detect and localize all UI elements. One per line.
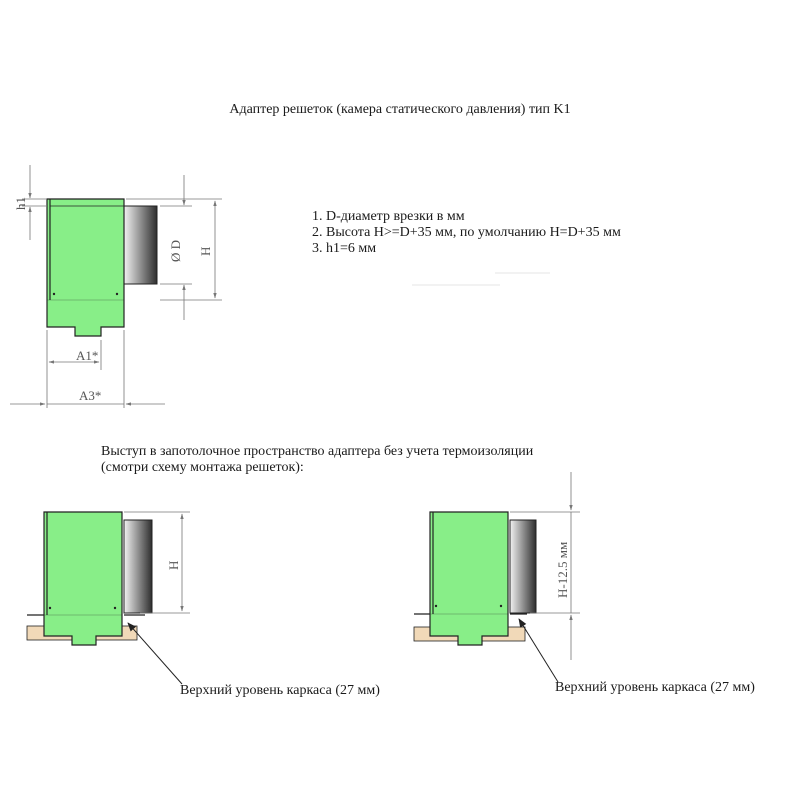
dim-height-text: H: [198, 247, 213, 256]
note-h1: 3. h1=6 мм: [312, 241, 377, 256]
note-diameter: 1. D-диаметр врезки в мм: [312, 209, 465, 224]
adapter-body-top: [46, 198, 125, 337]
adapter-body-right: [429, 511, 509, 646]
dimension-lines-right: [510, 472, 580, 660]
leader-left: [127, 622, 183, 685]
protrusion-subheading: (смотри схему монтажа решеток):: [101, 460, 304, 475]
collar-top: [123, 205, 158, 285]
dim-a3-text: A3*: [79, 388, 101, 403]
adapter-mounted-right: [413, 511, 537, 646]
dimension-lines-left: [124, 511, 190, 614]
collar-left: [123, 519, 153, 614]
frame-level-label-right: Верхний уровень каркаса (27 мм): [555, 680, 755, 695]
frame-level-label-left: Верхний уровень каркаса (27 мм): [180, 683, 380, 698]
adapter-top-view: [46, 198, 158, 337]
dimension-lines-top: [10, 165, 222, 408]
adapter-body-left: [43, 511, 123, 646]
adapter-mounted-left: [26, 511, 153, 646]
dim-h1-text: h1: [13, 197, 28, 210]
page-title: Адаптер решеток (камера статического дав…: [229, 102, 571, 117]
leader-right: [518, 618, 559, 683]
dim-height-reduced-text: H-12.5 мм: [555, 542, 570, 598]
dim-diameter-text: Ø D: [168, 240, 183, 262]
protrusion-heading: Выступ в запотолочное пространство адапт…: [101, 444, 534, 459]
dim-height-left-text: H: [166, 561, 181, 570]
note-height: 2. Высота H>=D+35 мм, по умолчанию H=D+3…: [312, 225, 621, 240]
dim-a1-text: A1*: [76, 348, 98, 363]
collar-right: [509, 519, 537, 614]
